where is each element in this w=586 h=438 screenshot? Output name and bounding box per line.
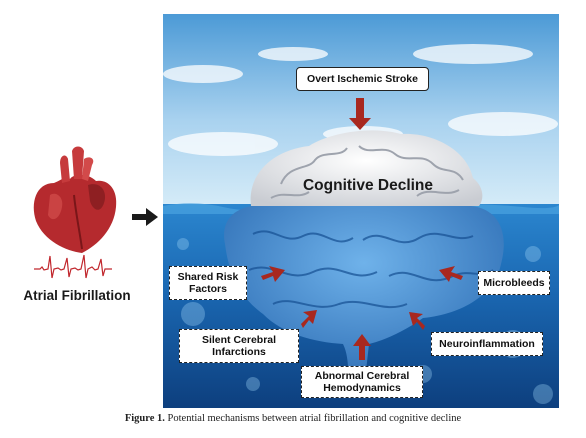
right-arrow-icon	[132, 208, 158, 226]
figure-caption: Figure 1. Potential mechanisms between a…	[0, 413, 586, 424]
mechanism-arrows	[261, 98, 463, 360]
iceberg-brain-illustration: Overt Ischemic Stroke Cognitive Decline …	[163, 14, 559, 408]
abnormal-cerebral-hemodynamics-box: Abnormal Cerebral Hemodynamics	[301, 366, 423, 398]
overt-ischemic-stroke-box: Overt Ischemic Stroke	[296, 67, 429, 91]
stroke-arrow-icon	[349, 98, 371, 130]
neuroinflammation-arrow-icon	[409, 312, 425, 330]
atrial-fibrillation-label: Atrial Fibrillation	[23, 288, 131, 303]
cognitive-decline-label: Cognitive Decline	[302, 177, 434, 194]
brain-submerged	[224, 205, 504, 398]
brain-above-water	[250, 130, 483, 206]
hemodynamics-arrow-icon	[353, 334, 371, 360]
microbleeds-arrow-icon	[439, 266, 463, 282]
infarctions-arrow-icon	[301, 310, 317, 328]
neuroinflammation-box: Neuroinflammation	[431, 332, 543, 356]
microbleeds-box: Microbleeds	[478, 271, 550, 295]
caption-label: Figure 1.	[124, 413, 165, 424]
heart-icon	[33, 146, 117, 253]
atrial-fibrillation-panel: Atrial Fibrillation	[12, 145, 142, 315]
silent-cerebral-infarctions-box: Silent Cerebral Infarctions	[179, 329, 299, 363]
ecg-trace-icon	[34, 254, 112, 279]
risk-arrow-icon	[261, 266, 285, 282]
caption-text: Potential mechanisms between atrial fibr…	[164, 413, 462, 424]
shared-risk-factors-box: Shared Risk Factors	[169, 266, 247, 300]
